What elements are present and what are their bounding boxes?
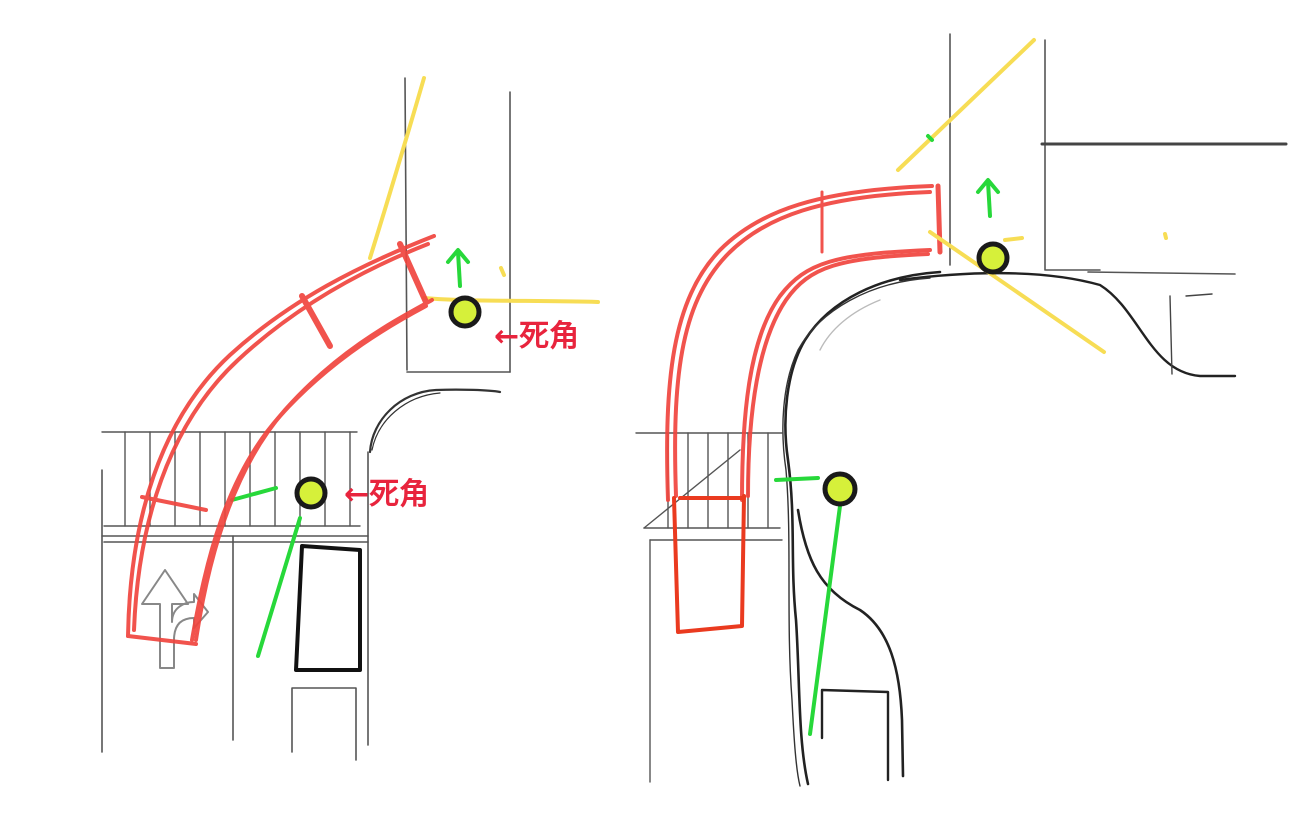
stopped-vehicle-left — [291, 544, 362, 761]
left-scene — [101, 76, 600, 761]
stopped-vehicle-right — [820, 688, 890, 782]
turning-vehicle-right — [665, 183, 943, 502]
road-corner-curve-right — [784, 270, 942, 786]
south-lanes-left — [101, 451, 369, 753]
pedestrian-dot-icon — [448, 295, 482, 329]
crosswalk-left — [101, 431, 361, 527]
right-scene — [635, 33, 1288, 787]
yellow-sight-lines-right — [896, 38, 1168, 354]
vehicle-body-right — [672, 494, 746, 634]
pedestrian-dot-icon — [294, 476, 328, 510]
turning-vehicle-left — [126, 234, 436, 646]
green-sight-lines-left — [230, 486, 302, 658]
east-road-curb — [898, 271, 1237, 378]
adjacent-lane-edge — [796, 508, 905, 778]
yellow-sight-lines-left — [368, 76, 600, 304]
crosswalk-right — [635, 432, 783, 783]
blind-spot-label-upper: ←死角 — [494, 319, 579, 354]
green-sight-lines-right — [774, 476, 842, 736]
north-road-right — [949, 33, 1288, 275]
straight-or-right-turn-arrow-icon — [141, 569, 209, 669]
up-arrow-icon — [446, 248, 470, 288]
up-arrow-icon — [976, 178, 1000, 218]
north-road — [404, 77, 511, 373]
pedestrian-dot-icon — [976, 241, 1010, 275]
blind-spot-label-lower: ←死角 — [344, 477, 429, 512]
pedestrian-dot-icon — [822, 471, 858, 507]
road-corner-curve — [368, 388, 502, 454]
